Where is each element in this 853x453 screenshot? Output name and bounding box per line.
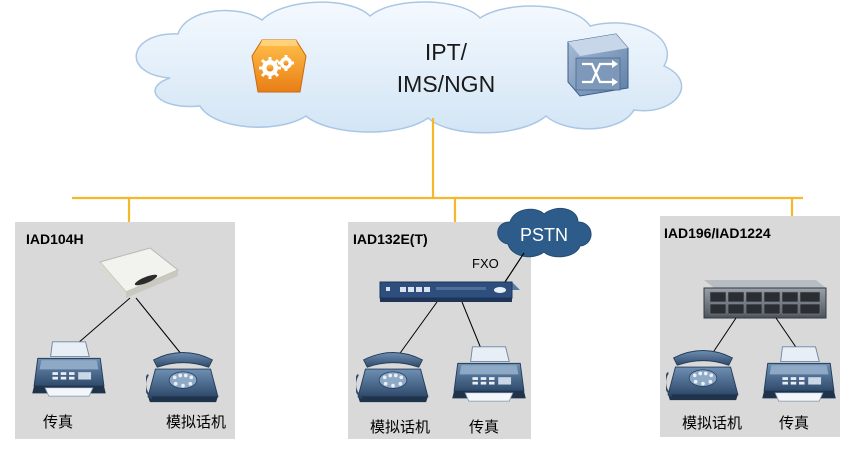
analog-phone-icon [356,351,429,404]
panel-iad132e [348,222,531,439]
pstn-cloud [497,207,592,258]
ipt-ims-ngn-cloud [135,1,683,134]
panel2-device1-label: 模拟话机 [370,418,430,436]
iad196-device [703,280,827,319]
iad132e-device [379,281,520,302]
panel-title-iad196: IAD196/IAD1224 [664,225,771,241]
analog-phone-icon [666,349,739,402]
panel-title-iad104h: IAD104H [26,231,84,247]
panel1-links [69,297,183,356]
iad104h-device [99,247,179,298]
panel3-device2-label: 传真 [779,414,809,432]
panel1-device1-label: 传真 [43,413,73,431]
analog-phone-icon [146,351,219,404]
cloud-label-line2: IMS/NGN [397,71,495,97]
panel2-device2-label: 传真 [469,418,499,436]
panel3-device1-label: 模拟话机 [682,414,742,432]
panel-title-iad132e: IAD132E(T) [353,231,428,247]
softswitch-icon [567,33,629,97]
cloud-label-line1: IPT/ [425,39,468,65]
fxo-label: FXO [472,256,499,271]
panel-iad196 [660,216,840,437]
fxo-link [504,252,525,283]
server-gears-icon [251,39,307,93]
panel1-device2-label: 模拟话机 [166,413,226,431]
pstn-label: PSTN [520,225,568,245]
